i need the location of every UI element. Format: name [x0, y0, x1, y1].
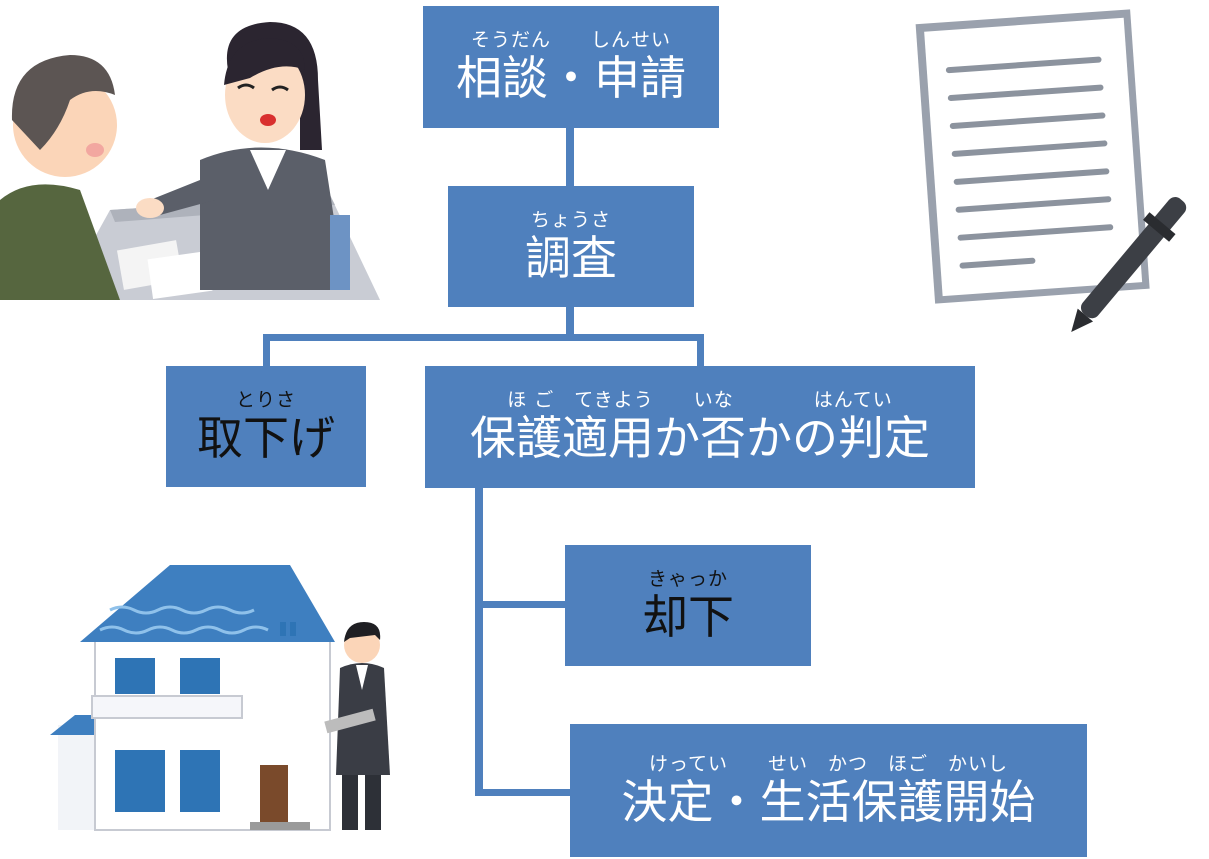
connector-to-reject	[475, 601, 565, 608]
node-consult-ruby: そうだん しんせい	[470, 29, 671, 51]
node-judgement-ruby: ほ ご てきよう いな はんてい	[507, 389, 893, 411]
house-inspection-illustration	[50, 565, 390, 831]
node-consult: そうだん しんせい 相談・申請	[423, 6, 719, 128]
node-survey-label: 調査	[525, 230, 617, 285]
node-reject: きゃっか 却下	[565, 545, 811, 666]
node-judgement-label: 保護適用か否かの判定	[470, 411, 930, 465]
node-reject-ruby: きゃっか	[647, 567, 728, 590]
connector-consult-survey	[566, 128, 574, 186]
connector-to-start	[475, 789, 570, 796]
connector-to-judgement	[697, 334, 704, 366]
connector-survey-down	[566, 307, 574, 341]
consultation-illustration	[0, 22, 380, 300]
node-reject-label: 却下	[642, 589, 734, 644]
node-withdraw: とりさ 取下げ	[166, 366, 366, 487]
node-start-ruby: けってい せい かつ ほご かいし	[648, 752, 1009, 775]
connector-to-withdraw	[263, 334, 270, 366]
node-start: けってい せい かつ ほご かいし 決定・生活保護開始	[570, 724, 1087, 857]
node-withdraw-label: 取下げ	[197, 410, 335, 465]
node-consult-label: 相談・申請	[456, 51, 686, 105]
connector-judgement-down	[475, 488, 483, 796]
node-survey: ちょうさ 調査	[448, 186, 694, 307]
connector-branch-horizontal	[263, 334, 704, 341]
node-start-label: 決定・生活保護開始	[621, 774, 1036, 829]
node-survey-ruby: ちょうさ	[530, 208, 611, 231]
node-judgement: ほ ご てきよう いな はんてい 保護適用か否かの判定	[425, 366, 975, 488]
node-withdraw-ruby: とりさ	[235, 388, 296, 411]
document-pen-illustration	[915, 9, 1187, 332]
